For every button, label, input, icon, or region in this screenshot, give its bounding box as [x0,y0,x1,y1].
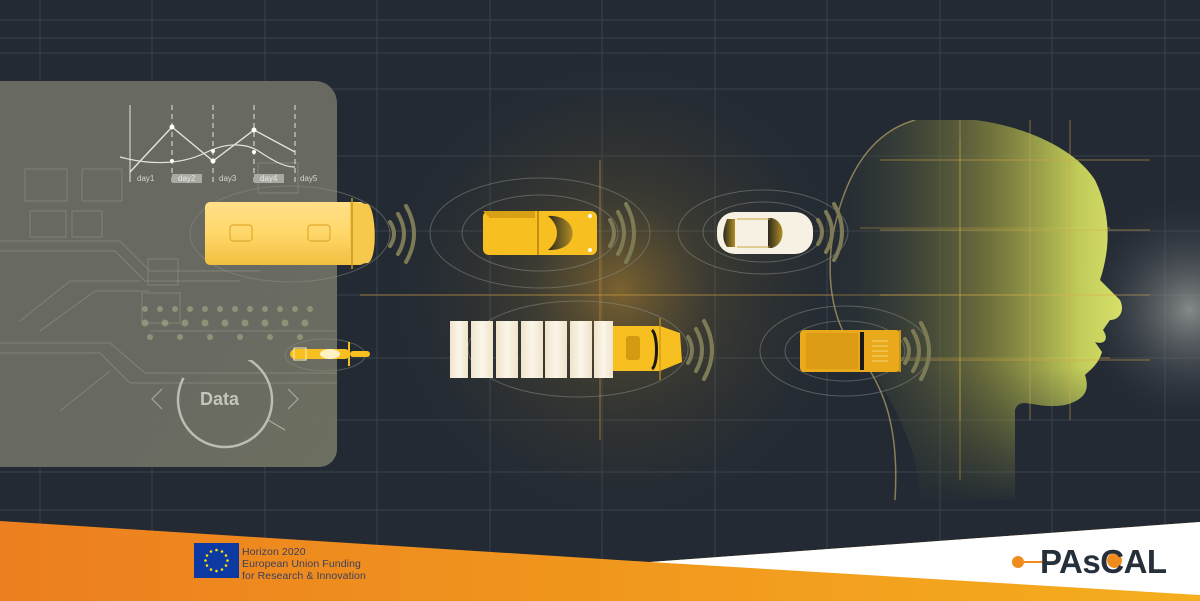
eu-line-1: Horizon 2020 [242,546,306,558]
eu-line-2: European Union Funding [242,558,361,570]
chart-label-day2: day2 [178,174,196,183]
eu-funding-text: Horizon 2020 European Union Funding for … [242,546,366,582]
chevron-right-icon [287,388,299,410]
jeep [800,330,901,372]
chart-label-day1: day1 [137,174,155,183]
chevron-left-icon [151,388,163,410]
data-dial [176,360,286,449]
pascal-logo-part-1: PAs [1040,543,1101,580]
eu-flag-icon [194,543,239,578]
chart-label-day5: day5 [300,174,318,183]
chart-label-day4: day4 [260,174,278,183]
pascal-logo-part-c: C [1100,543,1124,580]
circuit-pattern [0,81,337,467]
data-dial-label: Data [200,389,240,409]
bus [205,198,375,269]
eu-line-3: for Research & Innovation [242,570,366,582]
pascal-logo-dot [1107,553,1123,568]
sedan [717,212,813,254]
ai-head-silhouette [829,120,1150,500]
semi-truck [450,318,682,380]
pascal-logo-part-3: AL [1123,543,1168,580]
motorcycle [290,342,370,366]
pascal-logo-node-icon [1012,556,1048,568]
mini-line-chart [119,105,296,183]
chart-label-day3: day3 [219,174,237,183]
signal-waves [388,202,931,381]
pickup-truck [483,211,597,255]
data-panel [0,81,337,467]
